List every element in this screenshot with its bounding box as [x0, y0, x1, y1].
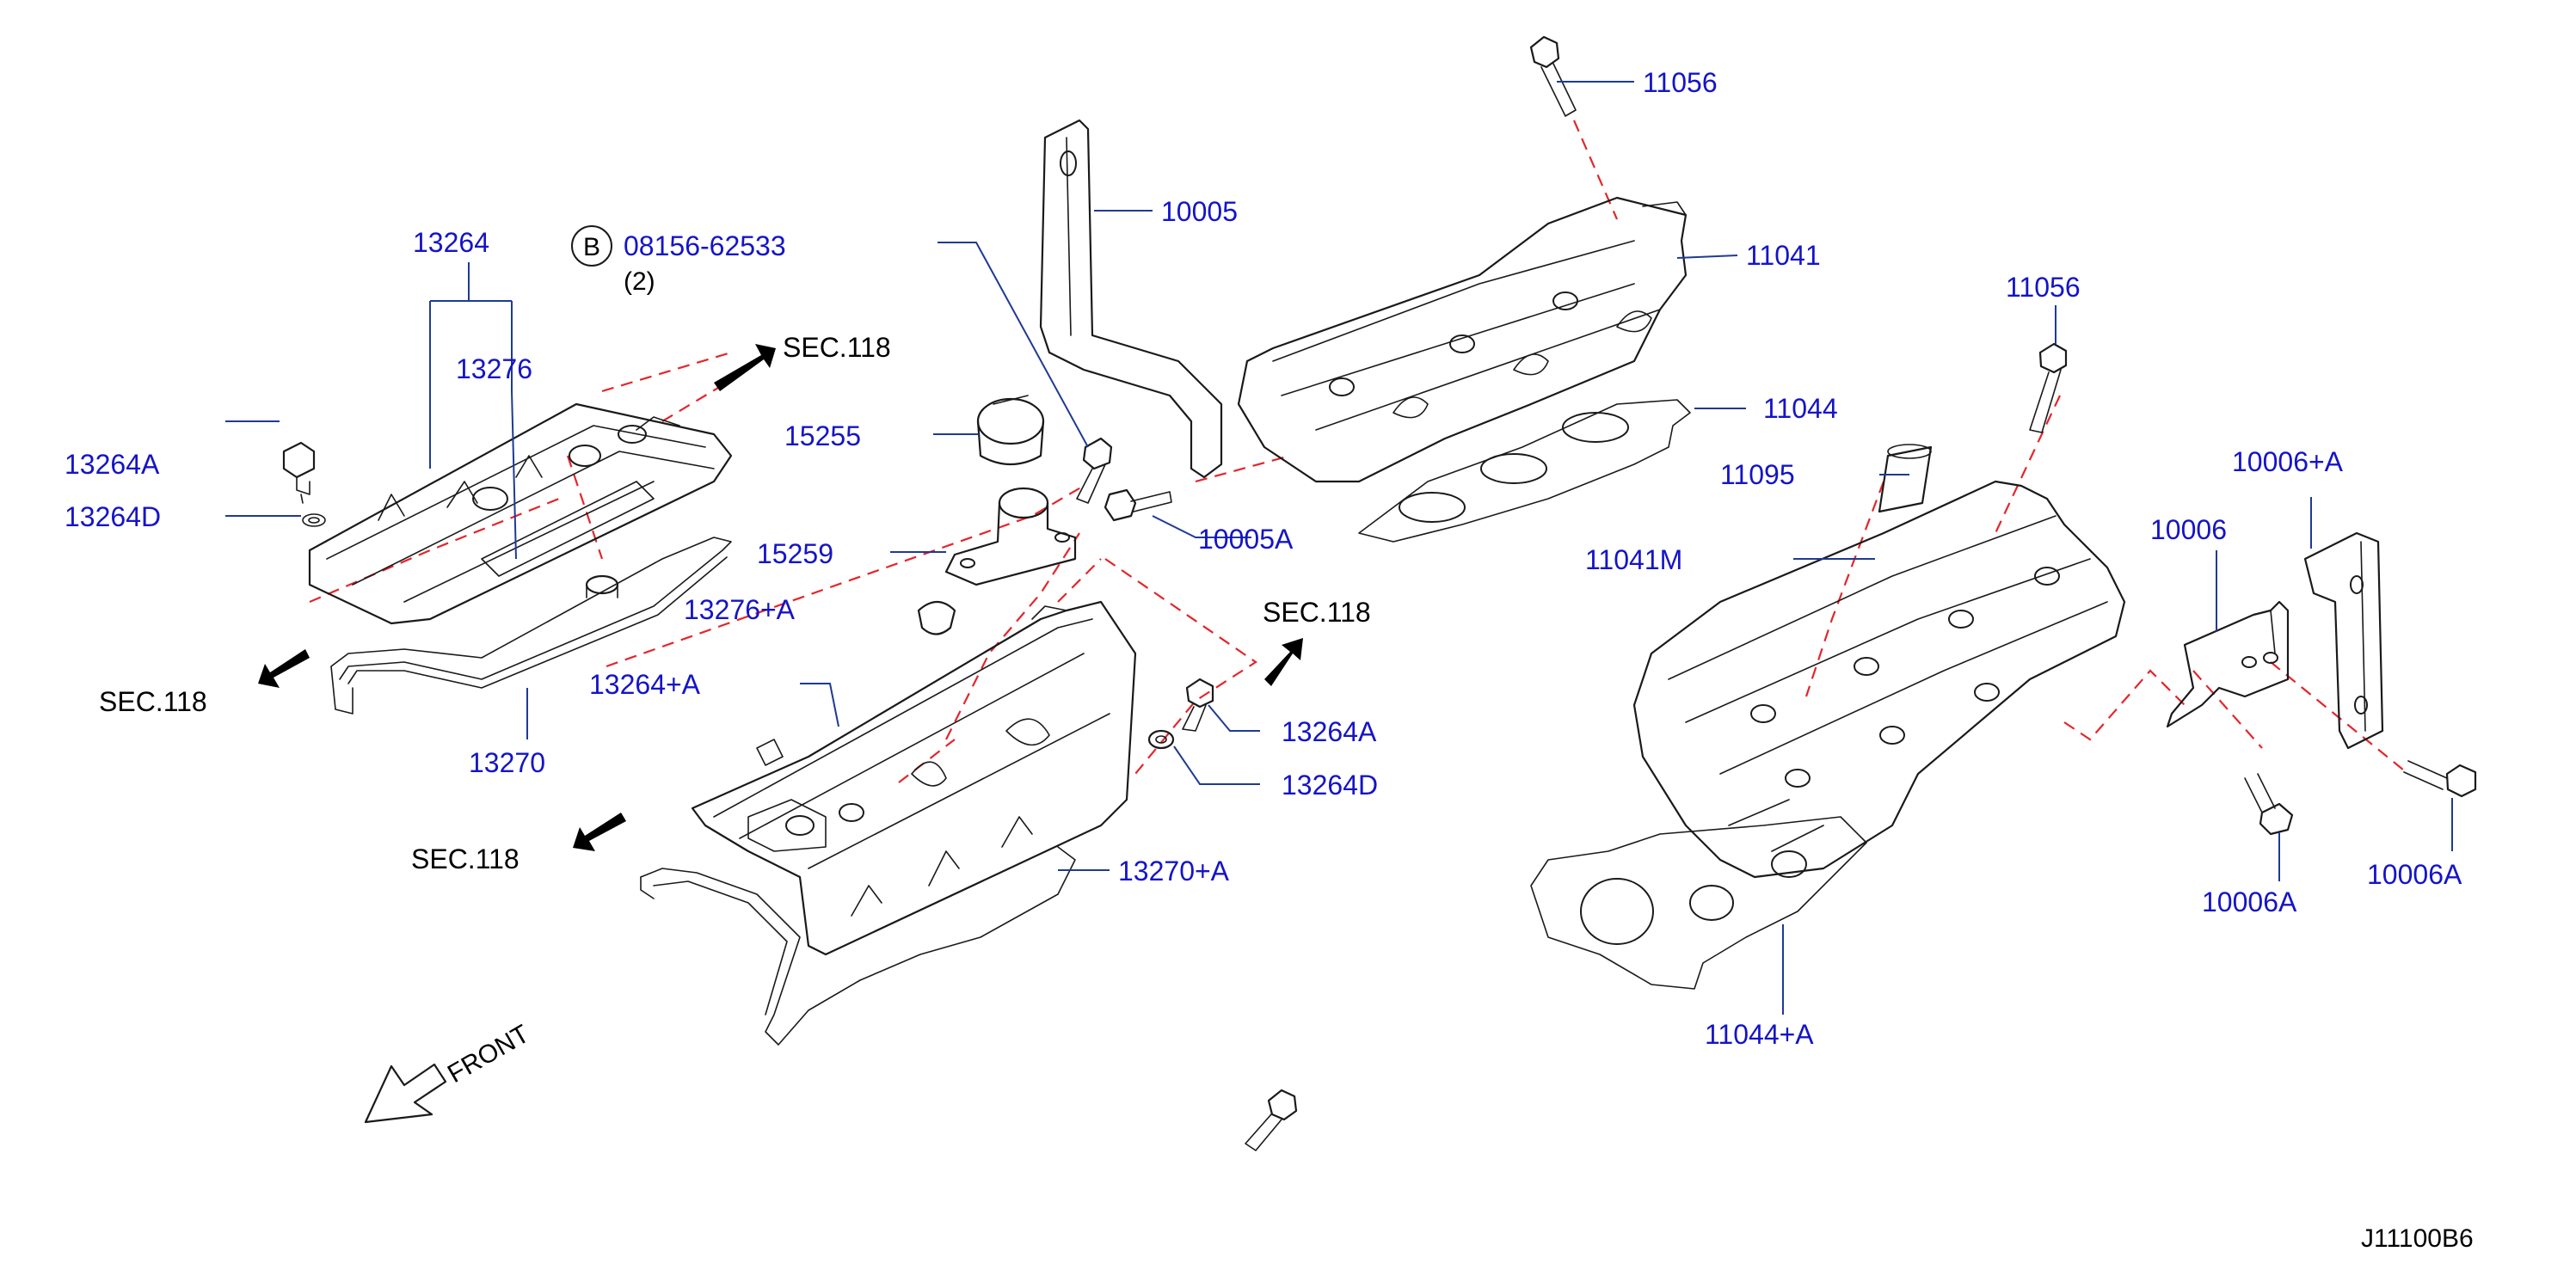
- label-11056-right: 11056: [2006, 272, 2081, 303]
- label-15255: 15255: [784, 420, 861, 451]
- sec-118-left: SEC.118: [99, 686, 207, 717]
- label-11044: 11044: [1763, 393, 1838, 424]
- bolt-loose-bottom: [1245, 1089, 1298, 1151]
- label-11095: 11095: [1720, 459, 1795, 490]
- label-08156-62533: 08156-62533: [624, 230, 786, 261]
- sec-118-top: SEC.118: [783, 332, 891, 363]
- sec-arrow-bottom: [573, 813, 626, 851]
- valve-cover-left: [308, 402, 733, 625]
- bracket-10006a: [2303, 531, 2384, 750]
- grommet-13276: [585, 574, 619, 598]
- diagram-code: J11100B6: [2361, 1224, 2474, 1253]
- front-label: FRONT: [443, 1020, 534, 1089]
- washer-13264d-left: [302, 513, 326, 527]
- bolt-13264a-right: [1182, 678, 1214, 732]
- filler-neck-15259: [944, 487, 1077, 586]
- bolt-10006a-left: [2244, 773, 2294, 836]
- dowel-11095: [1878, 444, 1933, 513]
- label-10006a-left: 10006A: [2202, 886, 2297, 917]
- sec-arrow-top: [714, 344, 776, 391]
- label-10006: 10006: [2150, 514, 2227, 545]
- label-10006a-right: 10006A: [2367, 859, 2462, 890]
- sec-arrow-left: [258, 649, 310, 688]
- head-gasket-11044: [1358, 399, 1691, 543]
- label-13276: 13276: [456, 353, 532, 384]
- label-13264a-left: 13264A: [65, 449, 160, 480]
- bolt-10006a-right: [2403, 760, 2477, 798]
- label-10006-plus-a: 10006+A: [2232, 446, 2344, 477]
- label-13264: 13264: [413, 227, 489, 258]
- bolt-10005a: [1104, 488, 1172, 522]
- label-11041m: 11041M: [1585, 544, 1682, 575]
- label-quantity-2: (2): [624, 267, 655, 296]
- cylinder-head-11041m: [1632, 480, 2126, 879]
- label-13264d-right: 13264D: [1282, 770, 1378, 801]
- section-references: SEC.118 SEC.118 SEC.118 SEC.118: [99, 332, 1371, 874]
- valve-cover-gasket-left: [330, 537, 732, 715]
- label-11044a: 11044+A: [1705, 1019, 1814, 1050]
- valve-cover-gasket-right: [640, 846, 1076, 1046]
- part-labels: 13264 08156-62533 (2) 13276 13264A 13264…: [65, 67, 2462, 1050]
- bolt-type-b-letter: B: [583, 233, 600, 261]
- bolt-11056-right: [2029, 342, 2068, 433]
- sec-118-bottom: SEC.118: [411, 844, 520, 874]
- bolt-type-b-badge: B: [571, 225, 612, 267]
- label-11056-top: 11056: [1643, 67, 1718, 98]
- front-arrow-icon: [364, 1063, 447, 1124]
- label-13270: 13270: [469, 747, 545, 778]
- washer-13264d-right: [1147, 729, 1175, 750]
- grommet-13276a: [917, 600, 956, 635]
- valve-cover-right: [691, 600, 1137, 956]
- bracket-10005: [1039, 119, 1223, 479]
- label-11041: 11041: [1746, 240, 1821, 271]
- label-13264a-right: 13264A: [1282, 716, 1377, 747]
- label-10005a: 10005A: [1198, 524, 1294, 555]
- sec-118-mid: SEC.118: [1263, 597, 1371, 628]
- label-10005: 10005: [1161, 196, 1238, 227]
- head-gasket-11044a: [1530, 816, 1867, 990]
- bolt-08156-62533: [1076, 437, 1113, 504]
- cylinder-head-11041: [1237, 196, 1688, 483]
- leader-lines: [225, 81, 2453, 1015]
- bolt-13264a-left: [282, 441, 316, 504]
- sec-arrow-mid: [1264, 638, 1303, 686]
- label-13264d-left: 13264D: [65, 501, 161, 532]
- label-13264-plus-a: 13264+A: [589, 669, 701, 700]
- oil-filler-cap-15255: [976, 395, 1045, 465]
- label-13270a: 13270+A: [1118, 856, 1230, 886]
- bracket-10006: [2166, 600, 2290, 728]
- label-13276a: 13276+A: [684, 594, 796, 625]
- dashed-connection-lines: [309, 120, 2409, 783]
- bolt-11056-top: [1529, 35, 1577, 117]
- label-15259: 15259: [757, 538, 833, 569]
